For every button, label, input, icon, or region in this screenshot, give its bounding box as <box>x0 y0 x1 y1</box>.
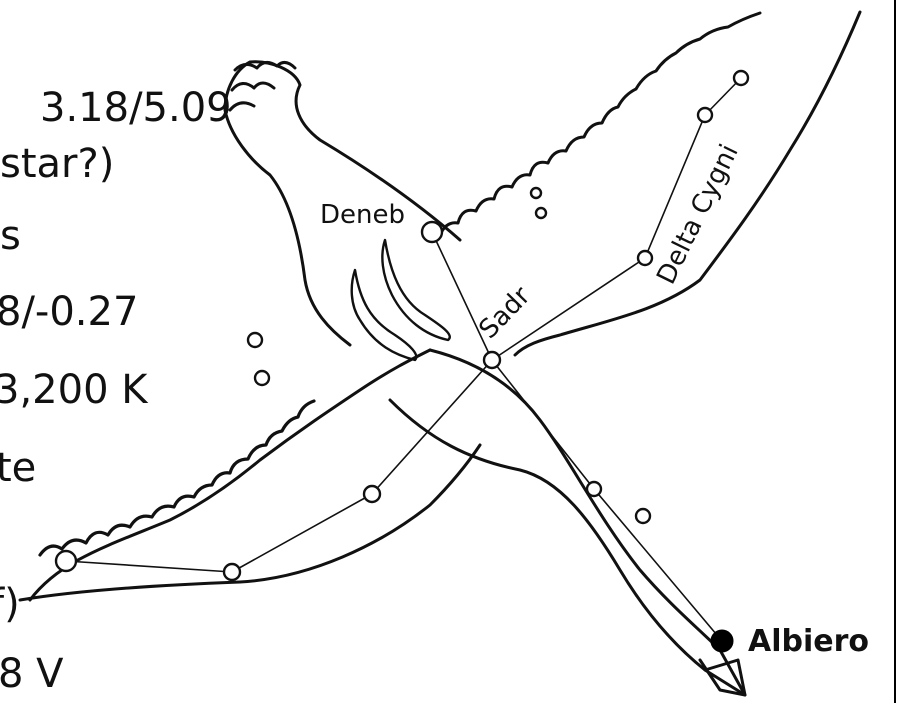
star-albiero <box>712 631 732 651</box>
star-wing-right-2 <box>734 71 748 85</box>
star-body-1 <box>587 482 601 496</box>
constellation-lines <box>66 78 741 641</box>
label-delta-cygni: Delta Cygni <box>651 140 744 289</box>
ornament-2 <box>382 240 449 340</box>
label-albiero: Albiero <box>748 624 869 659</box>
star-sadr <box>484 352 500 368</box>
left-wing-feathers <box>40 401 314 555</box>
star-deneb <box>422 222 442 242</box>
right-wing-tip <box>515 12 860 355</box>
star-small-1 <box>531 188 541 198</box>
label-sadr: Sadr <box>473 281 536 345</box>
star-delta-cygni <box>638 251 652 265</box>
star-wing-left-3 <box>56 551 76 571</box>
star-wing-left-1 <box>364 486 380 502</box>
body-lower <box>390 400 705 670</box>
label-deneb: Deneb <box>320 200 405 230</box>
star-small-3 <box>248 333 262 347</box>
star-small-4 <box>255 371 269 385</box>
right-frame-border <box>894 0 896 703</box>
star-wing-left-2 <box>224 564 240 580</box>
star-wing-right-1 <box>698 108 712 122</box>
star-body-2 <box>636 509 650 523</box>
star-small-2 <box>536 208 546 218</box>
